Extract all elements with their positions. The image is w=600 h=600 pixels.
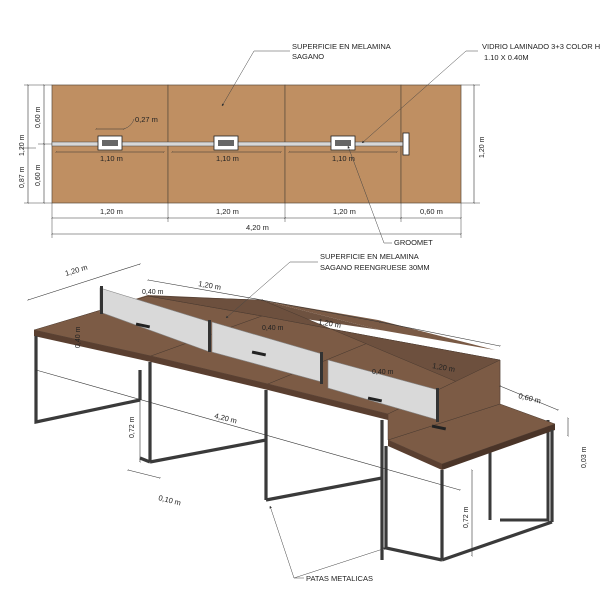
plan-dim-glass-3: 1,10 m bbox=[332, 154, 355, 163]
plan-desk-4 bbox=[400, 84, 462, 204]
plan-dim-glass-1: 1,10 m bbox=[100, 154, 123, 163]
plan-dim-left-mid: 0,87 m bbox=[19, 166, 26, 188]
plan-dim-right-total: 1,20 m bbox=[479, 136, 486, 158]
plan-dim-total: 4,20 m bbox=[246, 223, 269, 232]
iso-view: 1,20 m 1,20 m 1,20 m 1,20 m 0,60 m 4,20 … bbox=[27, 252, 588, 583]
iso-label-legs: PATAS METALICAS bbox=[306, 574, 373, 583]
iso-dim-top-2: 1,20 m bbox=[318, 317, 342, 330]
iso-dim-total: 4,20 m bbox=[214, 411, 238, 425]
plan-dim-left-bottom: 0,60 m bbox=[35, 164, 42, 186]
plan-dim-left-top: 0,60 m bbox=[35, 106, 42, 128]
plan-dim-seg-3: 1,20 m bbox=[333, 207, 356, 216]
plan-label-glass-2: 1.10 X 0.40M bbox=[484, 53, 529, 62]
plan-dim-seg-4: 0,60 m bbox=[420, 207, 443, 216]
iso-dim-top-1: 1,20 m bbox=[198, 279, 222, 292]
iso-dim-thickness: 0,03 m bbox=[581, 446, 588, 468]
iso-label-surface: SUPERFICIE EN MELAMINA bbox=[320, 252, 419, 261]
iso-dim-panel-2: 0,40 m bbox=[142, 289, 164, 296]
iso-dim-height: 0,72 m bbox=[129, 416, 136, 438]
iso-dim-panel-3: 0,40 m bbox=[262, 325, 284, 332]
plan-label-grommet: GROOMET bbox=[394, 238, 433, 247]
plan-end-clamp bbox=[402, 132, 410, 156]
iso-dim-leg: 0,10 m bbox=[158, 493, 182, 507]
plan-dim-left-total: 1,20 m bbox=[19, 134, 26, 156]
plan-view: 1,10 m 1,10 m 1,10 m 0,27 m 1,20 m 1,20 … bbox=[19, 42, 600, 247]
iso-label-surface-2: SAGANO REENGRUESE 30MM bbox=[320, 263, 430, 272]
iso-dim-depth: 1,20 m bbox=[64, 263, 89, 278]
iso-dim-height-2: 0,72 m bbox=[463, 506, 470, 528]
plan-dim-seg-1: 1,20 m bbox=[100, 207, 123, 216]
iso-dim-top-4: 0,60 m bbox=[518, 391, 542, 405]
iso-dim-panel-4: 0,40 m bbox=[372, 369, 394, 376]
plan-dim-seg-2: 1,20 m bbox=[216, 207, 239, 216]
plan-label-surface-2: SAGANO bbox=[292, 52, 324, 61]
iso-dim-panel-1: 0,40 m bbox=[75, 326, 82, 348]
plan-label-glass: VIDRIO LAMINADO 3+3 COLOR HIELO bbox=[482, 42, 600, 51]
plan-dim-grommet: 0,27 m bbox=[135, 115, 158, 124]
plan-label-surface: SUPERFICIE EN MELAMINA bbox=[292, 42, 391, 51]
plan-dim-glass-2: 1,10 m bbox=[216, 154, 239, 163]
